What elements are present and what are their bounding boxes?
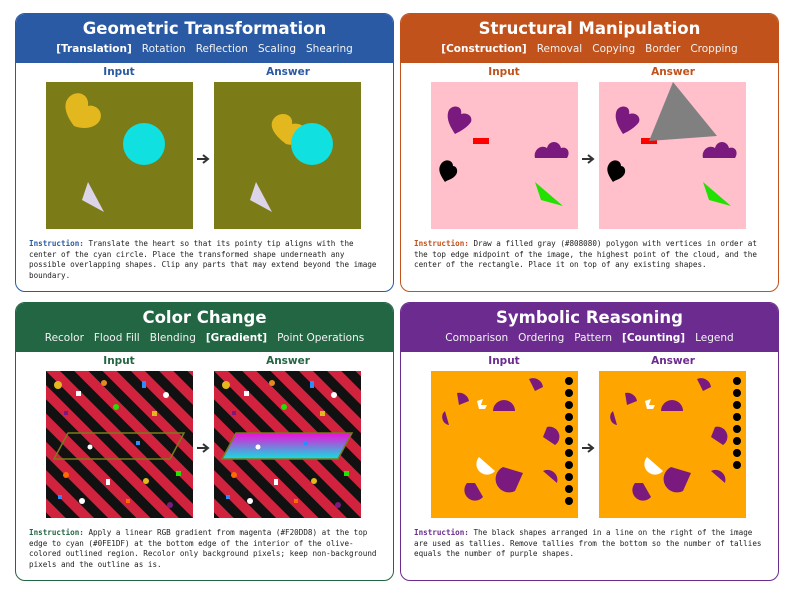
panel-header: Geometric Transformation [Translation] R… [16, 14, 393, 63]
panel-structural-manipulation: Structural Manipulation [Construction] R… [400, 13, 779, 292]
instruction-prefix: Instruction: [29, 528, 84, 537]
black-heart [439, 160, 458, 182]
purple-cloud [534, 142, 569, 158]
panel-title: Color Change [142, 308, 267, 327]
instruction-body: The black shapes arranged in a line on t… [414, 528, 762, 559]
panel-title: Symbolic Reasoning [496, 308, 683, 327]
green-triangle [703, 182, 731, 206]
panel-symbolic-reasoning: Symbolic Reasoning Comparison Ordering P… [400, 302, 779, 581]
panel-header: Symbolic Reasoning Comparison Ordering P… [401, 303, 778, 352]
tab-blending[interactable]: Blending [149, 332, 196, 344]
tab-counting[interactable]: [Counting] [622, 332, 686, 344]
tab-copying[interactable]: Copying [592, 43, 636, 55]
panel-header: Color Change Recolor Flood Fill Blending… [16, 303, 393, 352]
input-label: Input [488, 355, 520, 367]
input-label: Input [488, 66, 520, 78]
purple-shapes [442, 378, 560, 501]
arrow-right-icon [581, 150, 595, 164]
input-image [431, 371, 578, 518]
tab-recolor[interactable]: Recolor [44, 332, 84, 344]
arrow-right-icon [196, 439, 210, 453]
tab-shearing[interactable]: Shearing [306, 43, 353, 55]
tab-legend[interactable]: Legend [695, 332, 734, 344]
white-small-shape [645, 399, 655, 409]
triangle-shape [82, 182, 104, 212]
tab-pattern[interactable]: Pattern [574, 332, 613, 344]
input-image [46, 371, 193, 518]
purple-cloud [702, 142, 737, 158]
triangle-shape [250, 182, 272, 212]
category-tabs: [Construction] Removal Copying Border Cr… [401, 41, 778, 57]
tab-removal[interactable]: Removal [536, 43, 583, 55]
tab-ordering[interactable]: Ordering [518, 332, 565, 344]
scattered-shapes [222, 380, 349, 508]
tab-scaling[interactable]: Scaling [257, 43, 296, 55]
white-half-circle [644, 457, 663, 475]
tab-border[interactable]: Border [645, 43, 681, 55]
tab-construction[interactable]: [Construction] [441, 43, 527, 55]
purple-heart [615, 106, 640, 134]
gray-polygon [649, 82, 717, 141]
input-label: Input [103, 66, 135, 78]
answer-image [599, 82, 746, 229]
cyan-circle [123, 123, 165, 165]
panel-geometric-transformation: Geometric Transformation [Translation] R… [15, 13, 394, 292]
red-rectangle [473, 138, 489, 144]
tab-gradient[interactable]: [Gradient] [205, 332, 268, 344]
instruction-prefix: Instruction: [414, 239, 469, 248]
tab-point-operations[interactable]: Point Operations [277, 332, 365, 344]
answer-image [599, 371, 746, 518]
heart-shape [65, 93, 101, 128]
tab-translation[interactable]: [Translation] [56, 43, 132, 55]
instruction-text: Instruction: Apply a linear RGB gradient… [29, 528, 384, 570]
answer-label: Answer [651, 355, 695, 367]
tab-flood-fill[interactable]: Flood Fill [93, 332, 140, 344]
answer-label: Answer [266, 355, 310, 367]
purple-heart [447, 106, 472, 134]
tally-column [565, 377, 573, 505]
instruction-body: Draw a filled gray (#808080) polygon wit… [414, 239, 757, 270]
tab-cropping[interactable]: Cropping [690, 43, 738, 55]
instruction-body: Apply a linear RGB gradient from magenta… [29, 528, 377, 569]
arrow-right-icon [581, 439, 595, 453]
answer-image [214, 371, 361, 518]
olive-outline-region [52, 432, 186, 460]
answer-label: Answer [651, 66, 695, 78]
category-tabs: Comparison Ordering Pattern [Counting] L… [401, 330, 778, 346]
arrow-right-icon [196, 150, 210, 164]
instruction-text: Instruction: The black shapes arranged i… [414, 528, 769, 560]
black-heart [607, 160, 626, 182]
cyan-circle [291, 123, 333, 165]
instruction-prefix: Instruction: [414, 528, 469, 537]
panel-title: Geometric Transformation [82, 19, 327, 38]
category-tabs: Recolor Flood Fill Blending [Gradient] P… [16, 330, 393, 346]
panel-header: Structural Manipulation [Construction] R… [401, 14, 778, 63]
panel-title: Structural Manipulation [478, 19, 701, 38]
answer-image [214, 82, 361, 229]
category-tabs: [Translation] Rotation Reflection Scalin… [16, 41, 393, 57]
green-triangle [535, 182, 563, 206]
tally-column [733, 377, 741, 469]
instruction-text: Instruction: Draw a filled gray (#808080… [414, 239, 769, 271]
purple-shapes [610, 378, 728, 501]
tab-rotation[interactable]: Rotation [141, 43, 186, 55]
answer-label: Answer [266, 66, 310, 78]
white-small-shape [477, 399, 487, 409]
input-image [431, 82, 578, 229]
input-image [46, 82, 193, 229]
instruction-text: Instruction: Translate the heart so that… [29, 239, 384, 281]
instruction-body: Translate the heart so that its pointy t… [29, 239, 377, 280]
white-half-circle [476, 457, 495, 475]
tab-comparison[interactable]: Comparison [445, 332, 509, 344]
gradient-filled-region [220, 432, 354, 460]
tab-reflection[interactable]: Reflection [195, 43, 248, 55]
panel-color-change: Color Change Recolor Flood Fill Blending… [15, 302, 394, 581]
input-label: Input [103, 355, 135, 367]
scattered-shapes [54, 380, 181, 508]
instruction-prefix: Instruction: [29, 239, 84, 248]
